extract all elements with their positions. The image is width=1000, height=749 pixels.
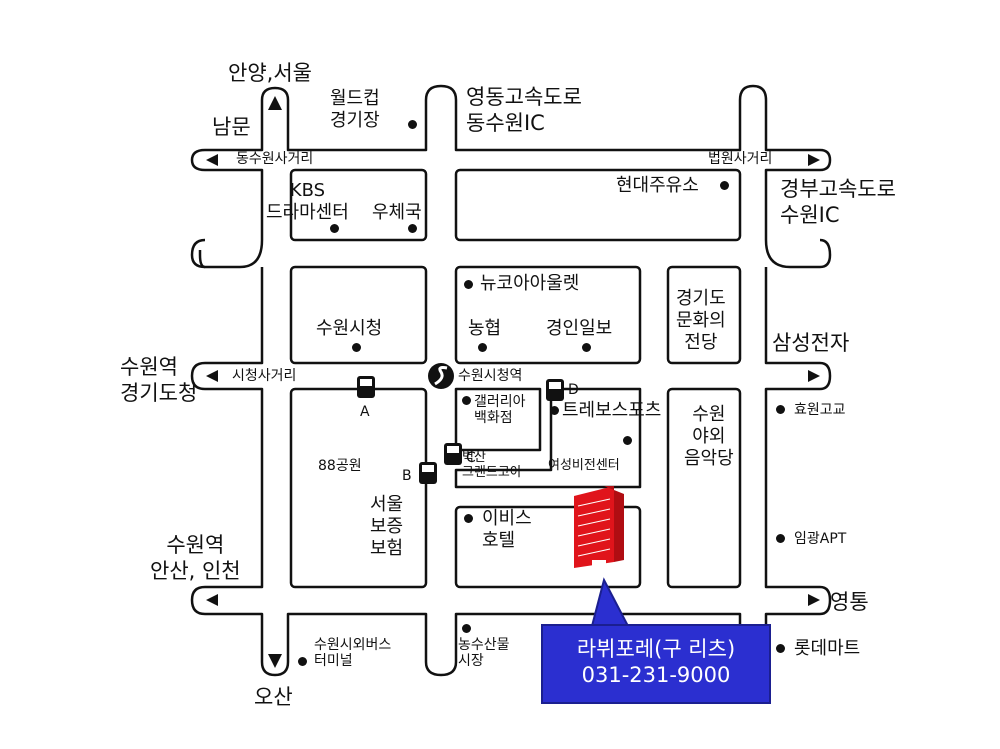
arrow-right-icon <box>808 594 820 606</box>
bus-icon <box>546 379 564 401</box>
poi-dot <box>623 436 632 445</box>
label-yeongdong: 영동고속도로 동수원IC <box>466 85 582 135</box>
label-nongsusan-market: 농수산물 시장 <box>458 637 510 669</box>
label-cityhall-station: 수원시청역 <box>458 368 523 384</box>
label-lotte-mart: 롯데마트 <box>794 638 861 659</box>
block <box>454 387 642 489</box>
label-yeongtong: 영통 <box>830 590 869 614</box>
arrow-left-icon <box>206 594 218 606</box>
destination-name: 라뷔포레(구 리츠) <box>576 637 736 661</box>
poi-dot <box>298 657 307 666</box>
label-byeoksan: 벽산 그랜드코아 <box>462 450 522 480</box>
label-suwon-station-left: 수원역 경기도청 <box>120 355 198 405</box>
poi-dot <box>720 181 729 190</box>
label-bus-b: B <box>402 468 412 484</box>
poi-dot <box>478 343 487 352</box>
arrow-down-icon <box>268 654 282 668</box>
subway-station-icon <box>428 363 454 389</box>
label-newcore: 뉴코아아울렛 <box>480 273 580 294</box>
label-women-vision: 여성비전센터 <box>548 458 620 473</box>
label-worldcup: 월드컵 경기장 <box>330 88 380 131</box>
poi-dot <box>408 224 417 233</box>
label-hyowon-high: 효원고교 <box>794 402 846 418</box>
arrow-up-icon <box>268 96 282 110</box>
poi-dot <box>464 514 473 523</box>
bus-icon <box>357 376 375 398</box>
destination-phone: 031-231-9000 <box>581 663 731 687</box>
arrow-left-icon <box>206 370 218 382</box>
arrow-right-icon <box>808 154 820 166</box>
label-city-hall: 수원시청 <box>316 318 383 339</box>
arrow-right-icon <box>808 370 820 382</box>
block <box>454 387 542 452</box>
label-anyang-seoul: 안양,서울 <box>228 61 312 85</box>
poi-dot <box>582 343 591 352</box>
poi-dot <box>550 406 559 415</box>
poi-dot <box>462 396 471 405</box>
label-bus-a: A <box>360 404 370 420</box>
poi-dot <box>352 343 361 352</box>
label-outdoor-music: 수원 야외 음악당 <box>684 404 734 469</box>
bus-icon <box>419 462 437 484</box>
label-galleria: 갤러리아 백화점 <box>474 394 526 426</box>
bus-icon <box>444 443 462 465</box>
label-suwon-station-bottom: 수원역 안산, 인천 <box>150 533 241 583</box>
label-imgwang: 임광APT <box>794 531 847 547</box>
label-bus-d: D <box>568 382 579 398</box>
label-bus-terminal: 수원시외버스 터미널 <box>314 637 392 669</box>
label-park88: 88공원 <box>318 458 362 474</box>
block <box>454 265 642 365</box>
block <box>289 387 428 589</box>
block <box>289 265 428 365</box>
poi-dot <box>462 624 471 633</box>
poi-dot <box>408 120 417 129</box>
label-seoul-insurance: 서울 보증 보험 <box>370 494 404 559</box>
label-dongsuwon-junction: 동수원사거리 <box>236 151 314 167</box>
label-samsung: 삼성전자 <box>772 331 850 355</box>
block <box>289 168 428 242</box>
arrow-left-icon <box>206 154 218 166</box>
label-court-junction: 법원사거리 <box>708 151 773 167</box>
label-bus-c: C <box>466 450 476 466</box>
label-nammun: 남문 <box>212 115 251 139</box>
label-nonghyup: 농협 <box>468 318 502 339</box>
poi-dot <box>776 405 785 414</box>
poi-dot <box>330 224 339 233</box>
target-building-icon <box>574 486 624 568</box>
poi-dot <box>776 534 785 543</box>
label-ibis: 이비스 호텔 <box>482 508 532 551</box>
block <box>454 505 642 589</box>
label-gyeongbu: 경부고속도로 수원IC <box>780 177 896 227</box>
label-hyundai-gas: 현대주유소 <box>616 175 699 196</box>
block <box>454 168 742 242</box>
poi-dot <box>464 280 473 289</box>
label-kyungin-ilbo: 경인일보 <box>546 318 613 339</box>
label-osan: 오산 <box>254 685 293 709</box>
block <box>666 387 742 589</box>
label-tres-sports: 트레보스포츠 <box>562 400 662 421</box>
poi-dot <box>776 644 785 653</box>
block <box>666 265 742 365</box>
label-post-office: 우체국 <box>372 202 422 223</box>
label-cityhall-junction: 시청사거리 <box>232 368 297 384</box>
destination-callout: 라뷔포레(구 리츠) 031-231-9000 <box>541 624 771 704</box>
label-gyeonggi-art: 경기도 문화의 전당 <box>676 288 726 353</box>
label-kbs: KBS 드라마센터 <box>266 180 349 223</box>
